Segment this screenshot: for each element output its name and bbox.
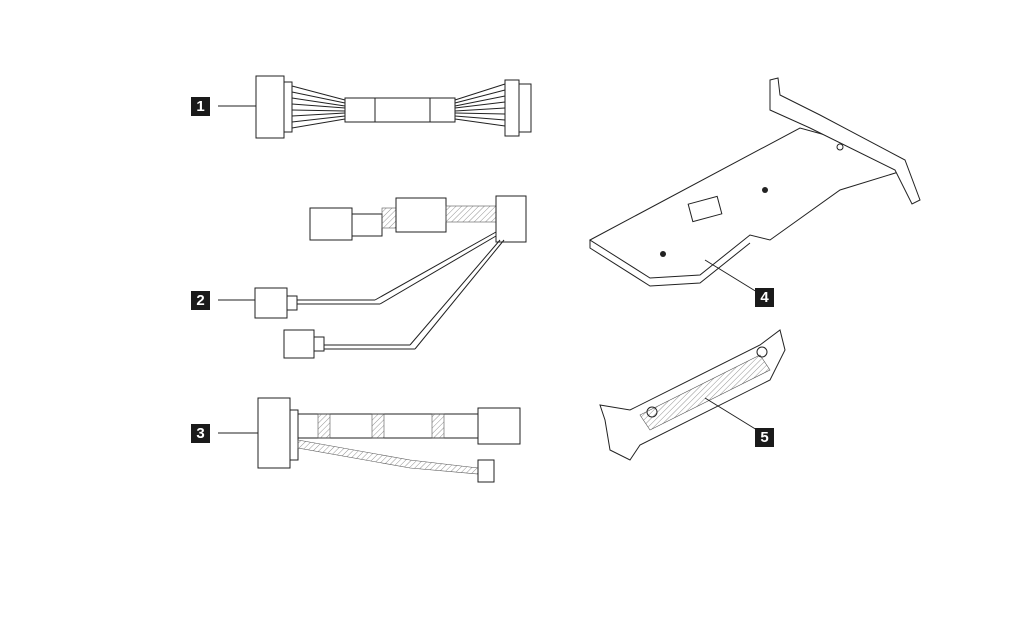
callout-2: 2: [191, 291, 210, 310]
callout-1: 1: [191, 97, 210, 116]
callout-4: 4: [755, 288, 774, 307]
bracket-5: [599, 329, 786, 461]
adapter-card-4: [589, 77, 921, 293]
cable-1: [218, 75, 532, 139]
cable-2: [218, 195, 527, 359]
callout-3: 3: [191, 424, 210, 443]
cable-3: [218, 397, 521, 483]
callout-5: 5: [755, 428, 774, 447]
